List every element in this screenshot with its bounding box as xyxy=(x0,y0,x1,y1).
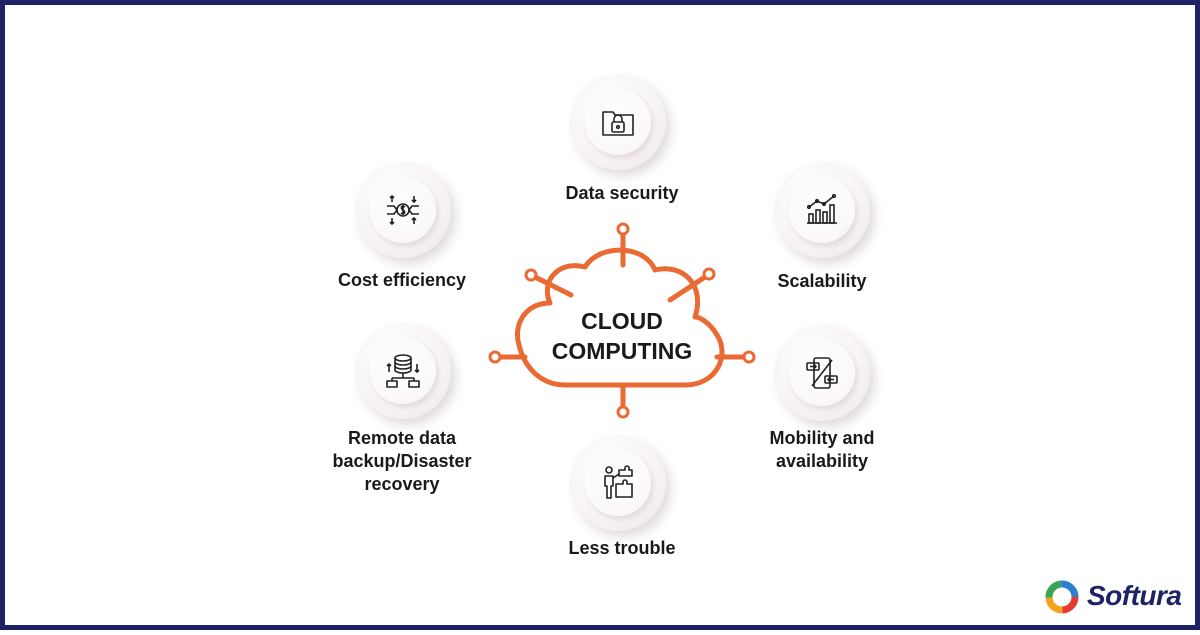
brand-name: Softura xyxy=(1087,580,1182,611)
connector-dot-bottom xyxy=(616,405,630,419)
label-cost-efficiency: Cost efficiency xyxy=(337,270,467,290)
connector-dot-right xyxy=(742,350,756,364)
cloud-title-line2: COMPUTING xyxy=(551,338,693,364)
cloud-title-line1: CLOUD xyxy=(581,308,663,334)
label-less-trouble: Less trouble xyxy=(568,538,676,558)
connector-top-left xyxy=(532,274,574,298)
node-cost-efficiency xyxy=(355,162,451,258)
node-scalability xyxy=(774,162,870,258)
connector-dot-left xyxy=(488,350,502,364)
node-mobility-availability xyxy=(774,325,870,421)
node-less-trouble xyxy=(570,435,666,531)
cloud-outline xyxy=(515,247,725,388)
label-scalability: Scalability xyxy=(777,271,867,291)
mobile-transfer-icon xyxy=(806,357,838,389)
label-backup-line2: backup/Disaster xyxy=(332,451,472,471)
label-backup-line3: recovery xyxy=(364,474,440,494)
connector-dot-top-left xyxy=(524,268,538,282)
node-remote-backup xyxy=(355,323,451,419)
label-backup-line1: Remote data xyxy=(347,428,457,448)
label-mobility-line1: Mobility and xyxy=(769,428,875,448)
cloud-connector-diagram xyxy=(488,222,756,419)
node-data-security xyxy=(570,74,666,170)
brand-logo: Softura xyxy=(1043,578,1193,614)
connector-dot-top xyxy=(616,222,630,236)
bar-chart-growth-icon xyxy=(806,193,837,224)
label-mobility-line2: availability xyxy=(775,451,869,471)
database-backup-icon xyxy=(386,354,420,388)
person-puzzle-icon xyxy=(604,465,633,499)
label-data-security: Data security xyxy=(565,183,679,203)
connector-top-right xyxy=(667,274,708,303)
connector-dot-top-right xyxy=(702,267,716,281)
lock-folder-icon xyxy=(602,111,634,136)
softura-ring-logo-icon xyxy=(1045,580,1079,614)
dollar-exchange-icon xyxy=(387,195,419,225)
